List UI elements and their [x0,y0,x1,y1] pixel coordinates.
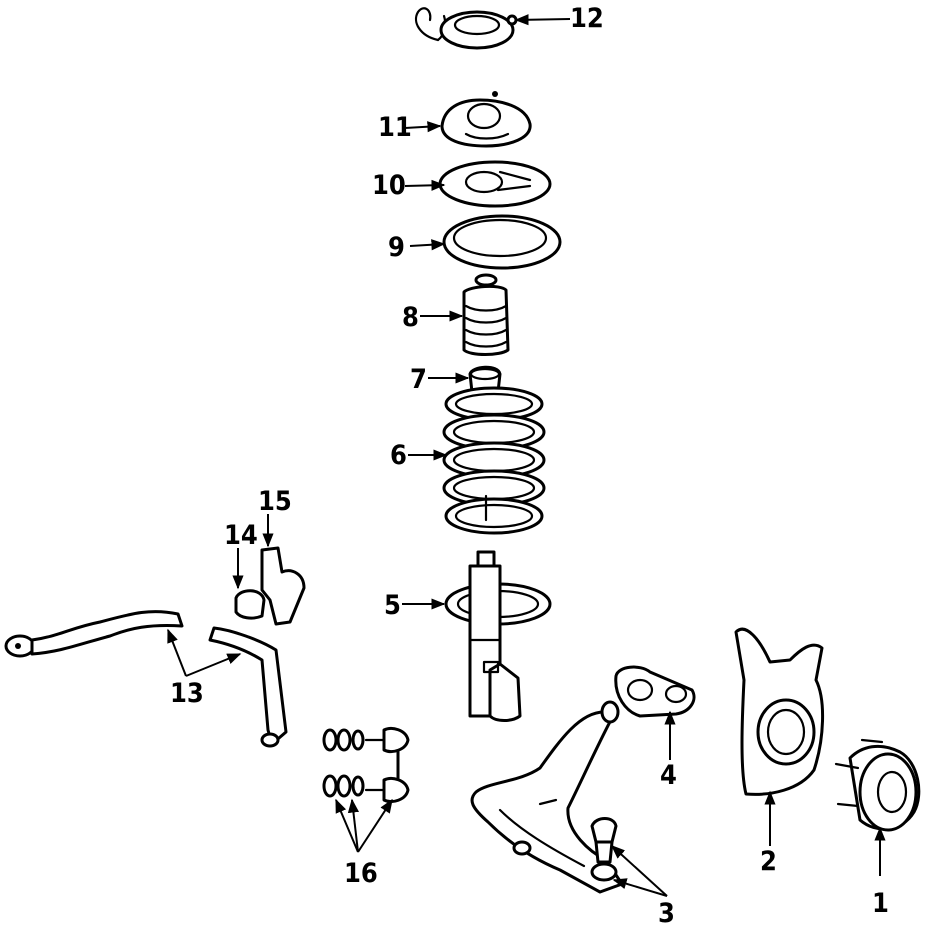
part-8-dust-boot [462,273,510,356]
part-1-wheel-hub [834,738,921,832]
part-3-control-arm [470,700,624,894]
part-15-bushing-bracket [260,546,306,626]
callout-9: 9 [388,232,405,263]
part-5-strut-assembly [444,550,552,722]
callout-5: 5 [384,590,401,621]
leader-lines [167,14,886,897]
callout-11: 11 [378,112,412,143]
part-14-stabilizer-bushing [234,589,266,620]
part-9-spring-seat [442,214,562,270]
callout-3: 3 [658,898,675,928]
part-16-stabilizer-link [322,726,410,804]
callout-10: 10 [372,170,406,201]
callout-2: 2 [760,846,777,877]
part-11-upper-mount [440,91,532,148]
callout-16: 16 [344,858,378,889]
part-12-strut-mount-cap [414,7,518,50]
callout-6: 6 [390,440,407,471]
callout-4: 4 [660,760,677,791]
part-2-steering-knuckle [734,627,824,796]
callout-14: 14 [224,520,258,551]
callout-15: 15 [258,486,292,517]
callout-12: 12 [570,3,604,34]
part-13-stabilizer-bar [4,610,288,748]
callout-8: 8 [402,302,419,333]
part-4-bushing [614,665,696,718]
callout-7: 7 [410,364,427,395]
part-6-coil-spring [442,386,546,535]
callout-labels: 12 11 10 9 8 7 6 5 4 2 1 3 13 14 15 16 [170,3,889,928]
callout-13: 13 [170,678,204,709]
callout-1: 1 [872,888,889,919]
part-10-bearing-plate [438,160,552,208]
